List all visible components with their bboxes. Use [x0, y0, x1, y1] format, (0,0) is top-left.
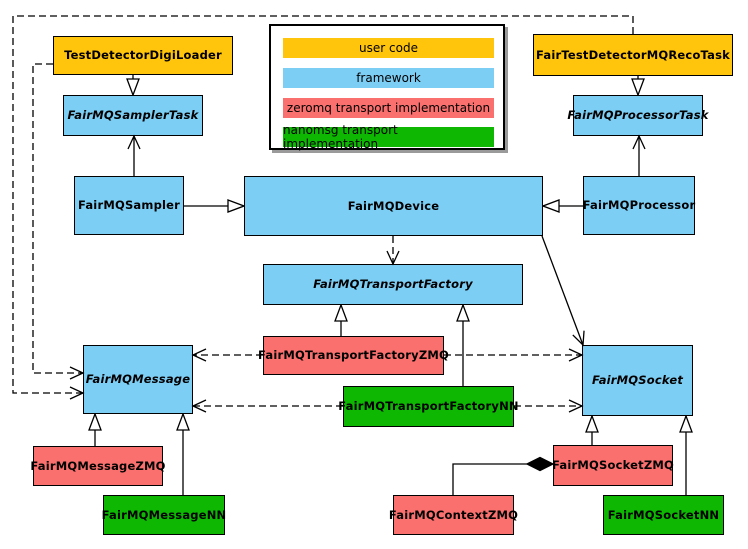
legend-item-user-code: user code — [283, 38, 494, 58]
legend: user code framework zeromq transport imp… — [269, 24, 505, 151]
node-fairmq-message-nn: FairMQMessageNN — [102, 495, 226, 535]
node-fairmq-socket-zmq: FairMQSocketZMQ — [552, 445, 674, 486]
legend-item-framework: framework — [283, 68, 494, 88]
node-fairmq-socket-nn: FairMQSocketNN — [603, 495, 724, 535]
node-fair-test-detector-mq-reco-task: FairTestDetectorMQRecoTask — [533, 34, 733, 76]
edge-device-socket — [541, 235, 585, 347]
legend-item-zeromq: zeromq transport implementation — [283, 98, 494, 118]
node-fairmq-transport-factory-nn: FairMQTransportFactoryNN — [338, 386, 519, 427]
node-fairmq-message-zmq: FairMQMessageZMQ — [30, 446, 165, 486]
node-fairmq-processor: FairMQProcessor — [583, 176, 695, 235]
node-fairmq-device: FairMQDevice — [244, 176, 543, 236]
node-fairmq-processor-task: FairMQProcessorTask — [567, 95, 708, 136]
node-fairmq-message: FairMQMessage — [83, 345, 193, 414]
composition-diamond-icon — [525, 456, 555, 472]
legend-item-nanomsg: nanomsg transport implementation — [283, 123, 494, 151]
node-fairmq-socket: FairMQSocket — [582, 345, 693, 416]
node-fairmq-transport-factory-zmq: FairMQTransportFactoryZMQ — [258, 336, 449, 375]
node-fairmq-context-zmq: FairMQContextZMQ — [389, 495, 518, 535]
node-fairmq-transport-factory: FairMQTransportFactory — [263, 264, 523, 305]
node-test-detector-digi-loader: TestDetectorDigiLoader — [53, 36, 233, 75]
edge-contextzmq-socketzmq — [452, 463, 527, 495]
node-fairmq-sampler: FairMQSampler — [74, 176, 184, 235]
node-fairmq-sampler-task: FairMQSamplerTask — [63, 95, 203, 136]
